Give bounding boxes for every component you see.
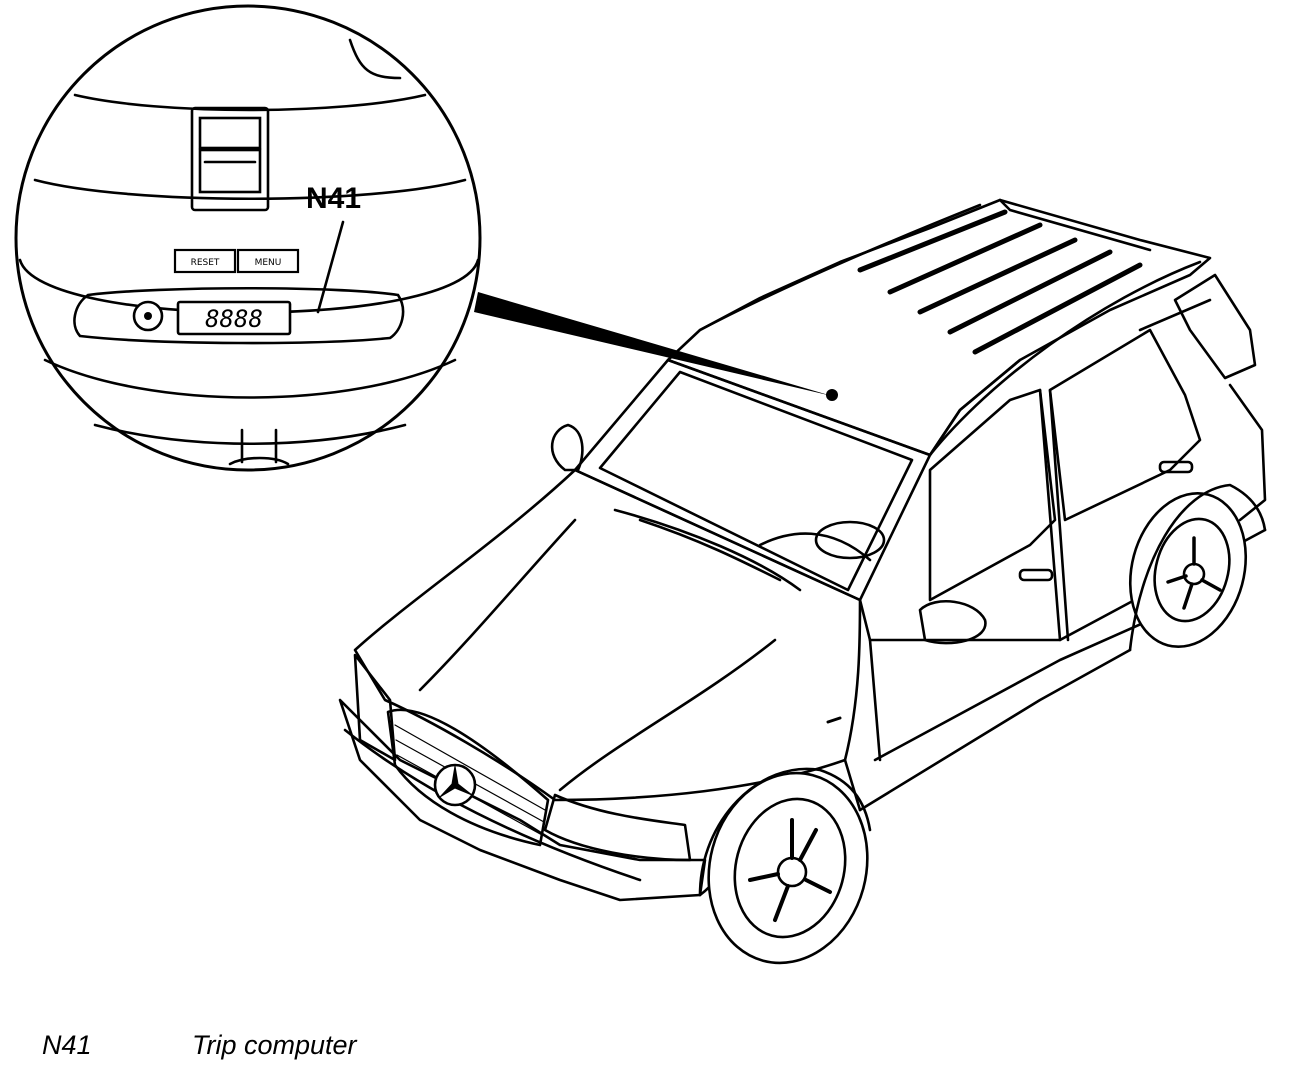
- menu-button-label: MENU: [255, 258, 282, 268]
- roof-rail-left: [698, 203, 982, 332]
- trip-computer-housing: [73, 286, 405, 345]
- front-wheel: [707, 771, 869, 965]
- hood: [353, 468, 862, 802]
- lcd-display: 8888: [176, 300, 292, 336]
- magnifier: RESET MENU 8888 N41: [14, 4, 482, 472]
- reset-button-label: RESET: [191, 258, 220, 268]
- roof-ribs: [857, 209, 1143, 355]
- location-dot: [826, 389, 838, 401]
- front-door-window: [928, 388, 1057, 602]
- lcd-display-text: 8888: [205, 305, 263, 333]
- rear-door-window: [1048, 328, 1202, 522]
- windshield: [573, 358, 932, 602]
- leader-wedge: [474, 292, 832, 396]
- side-mirror-right: [918, 599, 987, 645]
- sunroof-switch: [190, 106, 270, 212]
- roof-rail-right: [928, 260, 1202, 457]
- legend: N41 Trip computer: [42, 1030, 642, 1070]
- side-mirror-left: [550, 423, 584, 472]
- legend-code: N41: [42, 1030, 92, 1060]
- rear-quarter-window: [1173, 273, 1257, 380]
- legend-description: Trip computer: [192, 1030, 357, 1060]
- power-knob[interactable]: [132, 300, 164, 332]
- headlight-left: [353, 653, 397, 762]
- menu-button[interactable]: MENU: [236, 248, 300, 274]
- vehicle: [338, 198, 1267, 965]
- reset-button[interactable]: RESET: [173, 248, 237, 274]
- vehicle-diagram: RESET MENU 8888 N41: [14, 4, 1267, 965]
- front-bumper: [338, 698, 707, 902]
- headlight-right: [543, 793, 692, 862]
- rear-wheel: [1128, 491, 1248, 649]
- callout-label: N41: [306, 182, 361, 215]
